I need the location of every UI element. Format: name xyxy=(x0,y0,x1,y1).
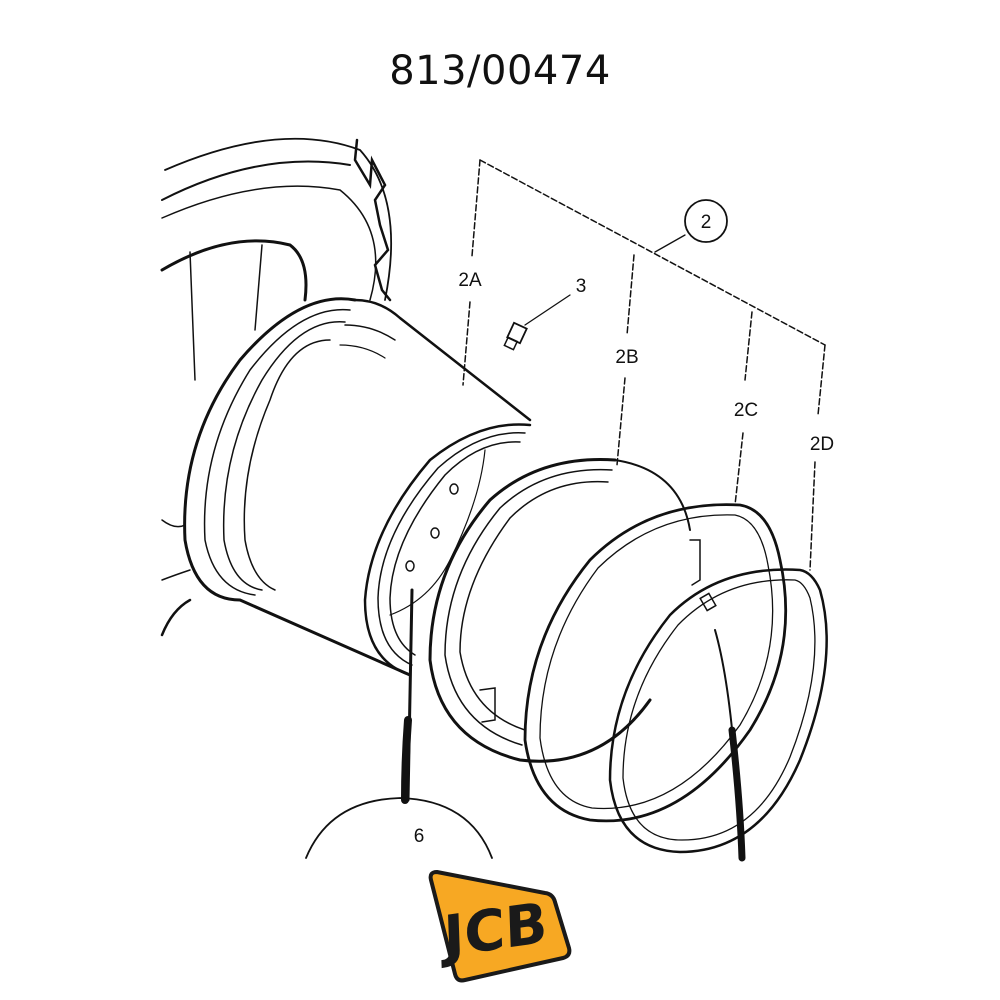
gear-housing xyxy=(160,137,393,637)
part-2a-ring xyxy=(363,423,532,677)
leader-2 xyxy=(654,234,686,253)
part-number-title: 813/00474 xyxy=(389,48,611,94)
part-2d-ring xyxy=(608,568,828,854)
jcb-logo: JCB xyxy=(428,870,572,983)
part-3-plug xyxy=(503,294,571,351)
callout-2d: 2D xyxy=(810,434,834,455)
callout-circle-2 xyxy=(684,199,728,243)
callout-3: 3 xyxy=(576,276,587,297)
callout-2: 2 xyxy=(701,212,712,233)
callout-2a: 2A xyxy=(458,270,482,291)
part-2c-ring xyxy=(523,503,788,823)
callout-2c: 2C xyxy=(734,400,758,421)
callout-2b: 2B xyxy=(615,347,638,368)
hub-cylinder xyxy=(183,297,532,677)
part-2b-ring xyxy=(428,458,691,763)
callout-circle-6 xyxy=(305,797,493,859)
logo-text: JCB xyxy=(439,891,549,971)
assembly-2-leaders xyxy=(462,159,826,571)
callout-6: 6 xyxy=(414,826,425,847)
